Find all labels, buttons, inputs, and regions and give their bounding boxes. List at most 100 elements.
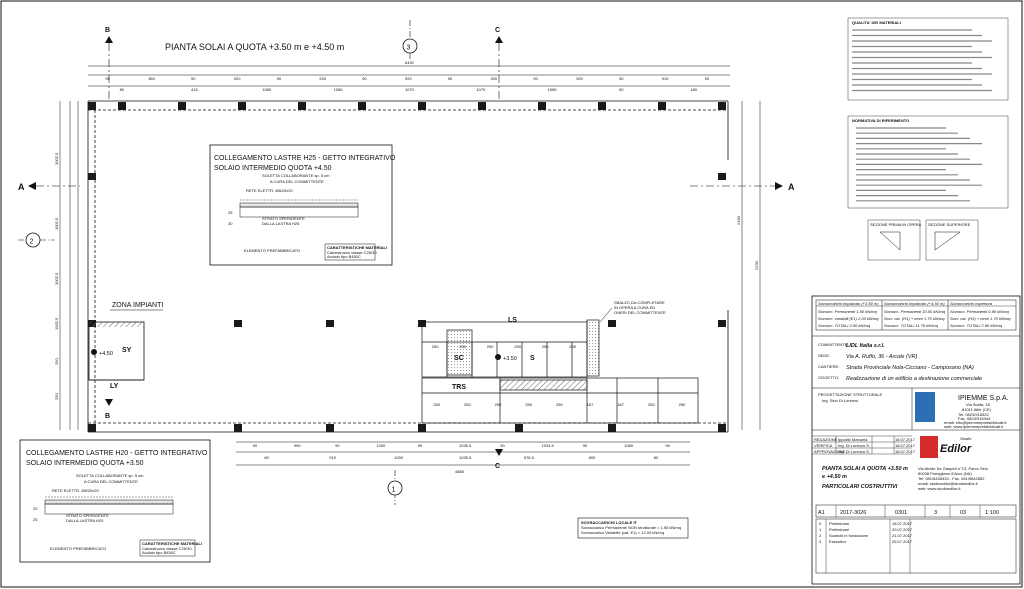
level-left: +4.50 (99, 351, 113, 357)
right-dim-1: 2150 (736, 215, 741, 225)
edilor-logo-icon (920, 436, 938, 458)
sede: Via A. Ruffo, 36 - Arcole (VR) (846, 354, 917, 360)
designer-company: PROGETTAZIONE STRUTTURALE Ing. Sirio Di … (812, 388, 1020, 431)
bottom-dimensions (236, 441, 690, 466)
top-dim-label: 920 (319, 76, 326, 81)
svg-text:B: B (105, 27, 110, 34)
pillar (515, 424, 523, 432)
svg-text:Tel. 081/8435333 - Fax. 081/58: Tel. 081/8435333 - Fax. 081/5842852 (918, 476, 985, 481)
pillar (88, 173, 96, 180)
pillar (538, 102, 546, 110)
inner-dim-label: 167 (617, 402, 624, 407)
svg-text:Sovracc. variabili (E1) 2.00: Sovracc. variabili (E1) 2.00 kN/mq (818, 316, 879, 321)
right-dim-2: 2230 (754, 260, 759, 270)
revision-label: Esecutivo (829, 539, 847, 544)
svg-text:Tel. 0823/918322: Tel. 0823/918322 (958, 412, 989, 417)
axis-marker-2: 2 (18, 232, 55, 248)
pillar (88, 424, 96, 432)
top-dim-label: 80 (120, 87, 125, 92)
section-mark-a-right: A (690, 182, 795, 192)
normativa-title: NORMATIVA DI RIFERIMENTO (852, 118, 909, 123)
materials-notes: QUALITA' DEI MATERIALI (847, 17, 1009, 101)
detail-h25-title2: SOLAIO INTERMEDIO QUOTA +4.50 (214, 165, 332, 172)
left-dim-label: 250 (54, 358, 59, 365)
bottom-dim-label: 90 (583, 443, 588, 448)
building-outline (87, 100, 729, 433)
pillar (478, 102, 486, 110)
revision-date: 20.07.2017 (892, 527, 913, 532)
detail-h25-title1: COLLEGAMENTO LASTRE H25 - GETTO INTEGRAT… (214, 155, 396, 162)
inner-dim-label: 250 (679, 402, 686, 407)
pillars (88, 102, 726, 432)
svg-text:Ing. Sirio Di Lorenzo: Ing. Sirio Di Lorenzo (822, 398, 859, 403)
svg-text:RETE ELETTR. Ø8/20x20: RETE ELETTR. Ø8/20x20 (52, 488, 99, 493)
revision-date: 25.07.2017 (892, 539, 913, 544)
pillar (298, 102, 306, 110)
bottom-dim-label: 1000 (394, 455, 404, 460)
pillar (718, 320, 726, 327)
svg-text:Sovraccarico Variabile (cat. E: Sovraccarico Variabile (cat. E1) = 12.00… (581, 530, 664, 535)
pillar (238, 102, 246, 110)
section-mark-b-top: B (105, 27, 113, 100)
left-dim-label: 1002.5 (54, 317, 59, 330)
pillar (234, 320, 242, 327)
bottom-dim-label: 80 (264, 455, 269, 460)
svg-text:web: www.ipiemmeprefabbricati.: web: www.ipiemmeprefabbricati.it (944, 424, 1004, 429)
svg-text:30: 30 (228, 221, 233, 226)
svg-text:Via Scafa, 18: Via Scafa, 18 (966, 402, 990, 407)
svg-text:Ing. Di Lorenzo S.: Ing. Di Lorenzo S. (838, 443, 870, 448)
svg-text:Sovracc. TOTALI 3.50 kN/mq: Sovracc. TOTALI 3.50 kN/mq (818, 323, 871, 328)
bottom-dim-label: 990 (294, 443, 301, 448)
svg-text:A1: A1 (818, 510, 825, 516)
section-mark-c-top: C (495, 27, 503, 100)
revision-date: 18.07.2017 (892, 521, 913, 526)
top-dim-label: 90 (105, 76, 110, 81)
loads-table: Sovraccarichi impalcato (+3.50 m) Sovrac… (815, 299, 1017, 331)
client-info: COMMITTENTE: LIDL Italia s.r.l. SEDE: Vi… (812, 335, 1020, 389)
sheet-title: PIANTA SOLAI A QUOTA +3.50 m e +4.50 m P… (822, 466, 908, 490)
svg-text:0301: 0301 (895, 510, 907, 516)
zona-impianti-label: ZONA IMPIANTI (112, 302, 163, 309)
top-dim-label: 90 (362, 76, 367, 81)
pillar (234, 424, 242, 432)
inner-dim-label: 250 (525, 402, 532, 407)
section-mark-b-bottom: B (105, 399, 113, 420)
room-ls: LS (508, 317, 517, 324)
bottom-dim-label: 1034.5 (542, 443, 555, 448)
revision-label: Preliminare (829, 527, 850, 532)
top-dim-label: 360 (148, 76, 155, 81)
svg-text:SOLETTA COLLABORANTE sp. 5 cm: SOLETTA COLLABORANTE sp. 5 cm (76, 473, 144, 478)
svg-text:Calcestruzzo classe C25/30: Calcestruzzo classe C25/30 (142, 546, 192, 551)
svg-text:1:100: 1:100 (985, 510, 999, 516)
svg-text:PROGETTAZIONE STRUTTURALE: PROGETTAZIONE STRUTTURALE (818, 392, 882, 397)
pillar (178, 102, 186, 110)
pillar (598, 102, 606, 110)
svg-text:Sovraccarico Permanente NON st: Sovraccarico Permanente NON strutturale … (581, 525, 681, 530)
brand-name: Edilor (940, 443, 972, 455)
pillar (718, 102, 726, 110)
axis-marker-1: 1 (387, 470, 403, 505)
revision-number: 1 (819, 527, 822, 532)
sheet-title-1: PIANTA SOLAI A QUOTA +3.50 m (822, 466, 908, 472)
dim-total-top: 6492 (405, 60, 415, 65)
inner-dim-label: 250 (432, 344, 439, 349)
sheet-title-2: e +4.50 m (822, 474, 847, 480)
svg-text:SOLETTA COLLABORANTE sp. 5 cm: SOLETTA COLLABORANTE sp. 5 cm (262, 173, 330, 178)
svg-text:STRATO SPERIGENTE: STRATO SPERIGENTE (262, 216, 305, 221)
svg-text:Sovracc. Permanenti 1.50 kN/m: Sovracc. Permanenti 1.50 kN/mq (818, 309, 877, 314)
bottom-dim-label: 1000 (376, 443, 386, 448)
room-sy: SY (122, 347, 132, 354)
svg-text:18.07.2017: 18.07.2017 (895, 443, 916, 448)
svg-text:CANTIERE:: CANTIERE: (818, 364, 839, 369)
svg-text:18.07.2017: 18.07.2017 (895, 449, 916, 454)
top-dim-label: 920 (491, 76, 498, 81)
svg-text:Calcestruzzo classe C25/30: Calcestruzzo classe C25/30 (327, 250, 377, 255)
svg-text:DALLA LASTRA H25: DALLA LASTRA H25 (262, 221, 300, 226)
svg-text:CARATTERISTICHE MATERIALI: CARATTERISTICHE MATERIALI (327, 245, 387, 250)
